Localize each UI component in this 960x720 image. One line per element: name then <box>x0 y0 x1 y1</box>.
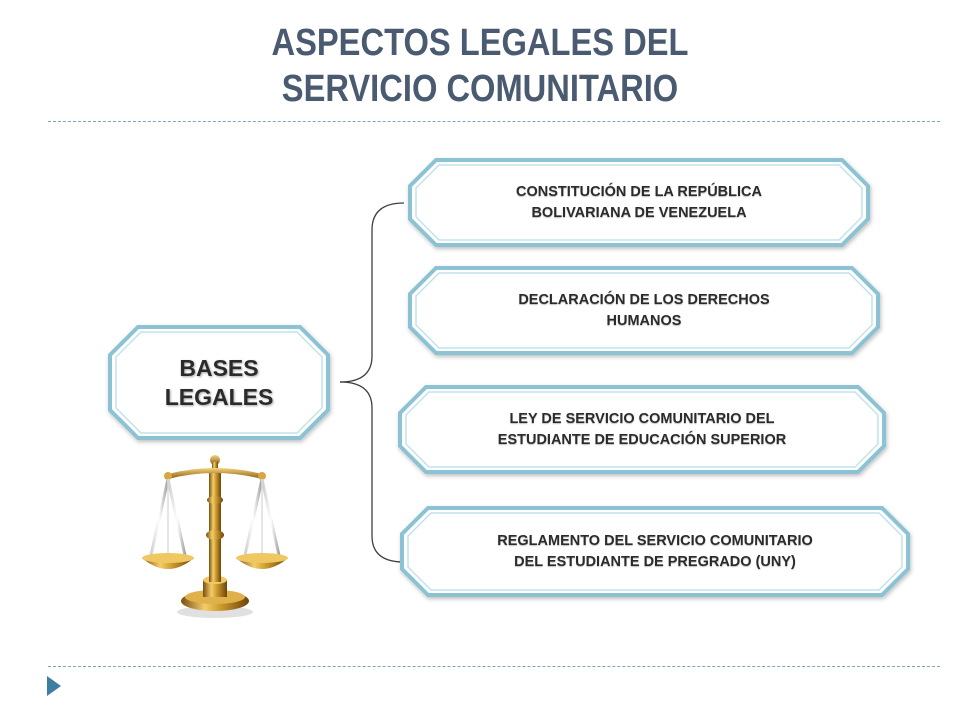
legal-base-label-2: DECLARACIÓN DE LOS DERECHOS HUMANOS <box>518 291 770 329</box>
top-divider <box>48 121 940 122</box>
bottom-divider <box>48 666 940 667</box>
page-title: ASPECTOS LEGALES DEL SERVICIO COMUNITARI… <box>67 20 893 112</box>
legal-base-box-3 <box>398 385 886 474</box>
legal-base-label-1: CONSTITUCIÓN DE LA REPÚBLICA BOLIVARIANA… <box>516 183 762 221</box>
title-line-1: ASPECTOS LEGALES DEL <box>271 22 689 64</box>
legal-base-box-4 <box>400 506 910 597</box>
scales-of-justice-icon <box>142 455 288 618</box>
title-line-2: SERVICIO COMUNITARIO <box>281 68 679 110</box>
legal-base-label-3: LEY DE SERVICIO COMUNITARIO DEL ESTUDIAN… <box>497 410 787 448</box>
legal-base-box-2 <box>408 266 880 355</box>
bullet-arrow-icon <box>47 676 61 696</box>
main-node-label: BASES LEGALES <box>164 354 274 410</box>
connector-brace <box>339 202 405 563</box>
legal-base-box-1 <box>408 158 870 247</box>
legal-base-label-4: REGLAMENTO DEL SERVICIO COMUNITARIO DEL … <box>497 532 813 570</box>
main-node-box <box>108 325 330 440</box>
